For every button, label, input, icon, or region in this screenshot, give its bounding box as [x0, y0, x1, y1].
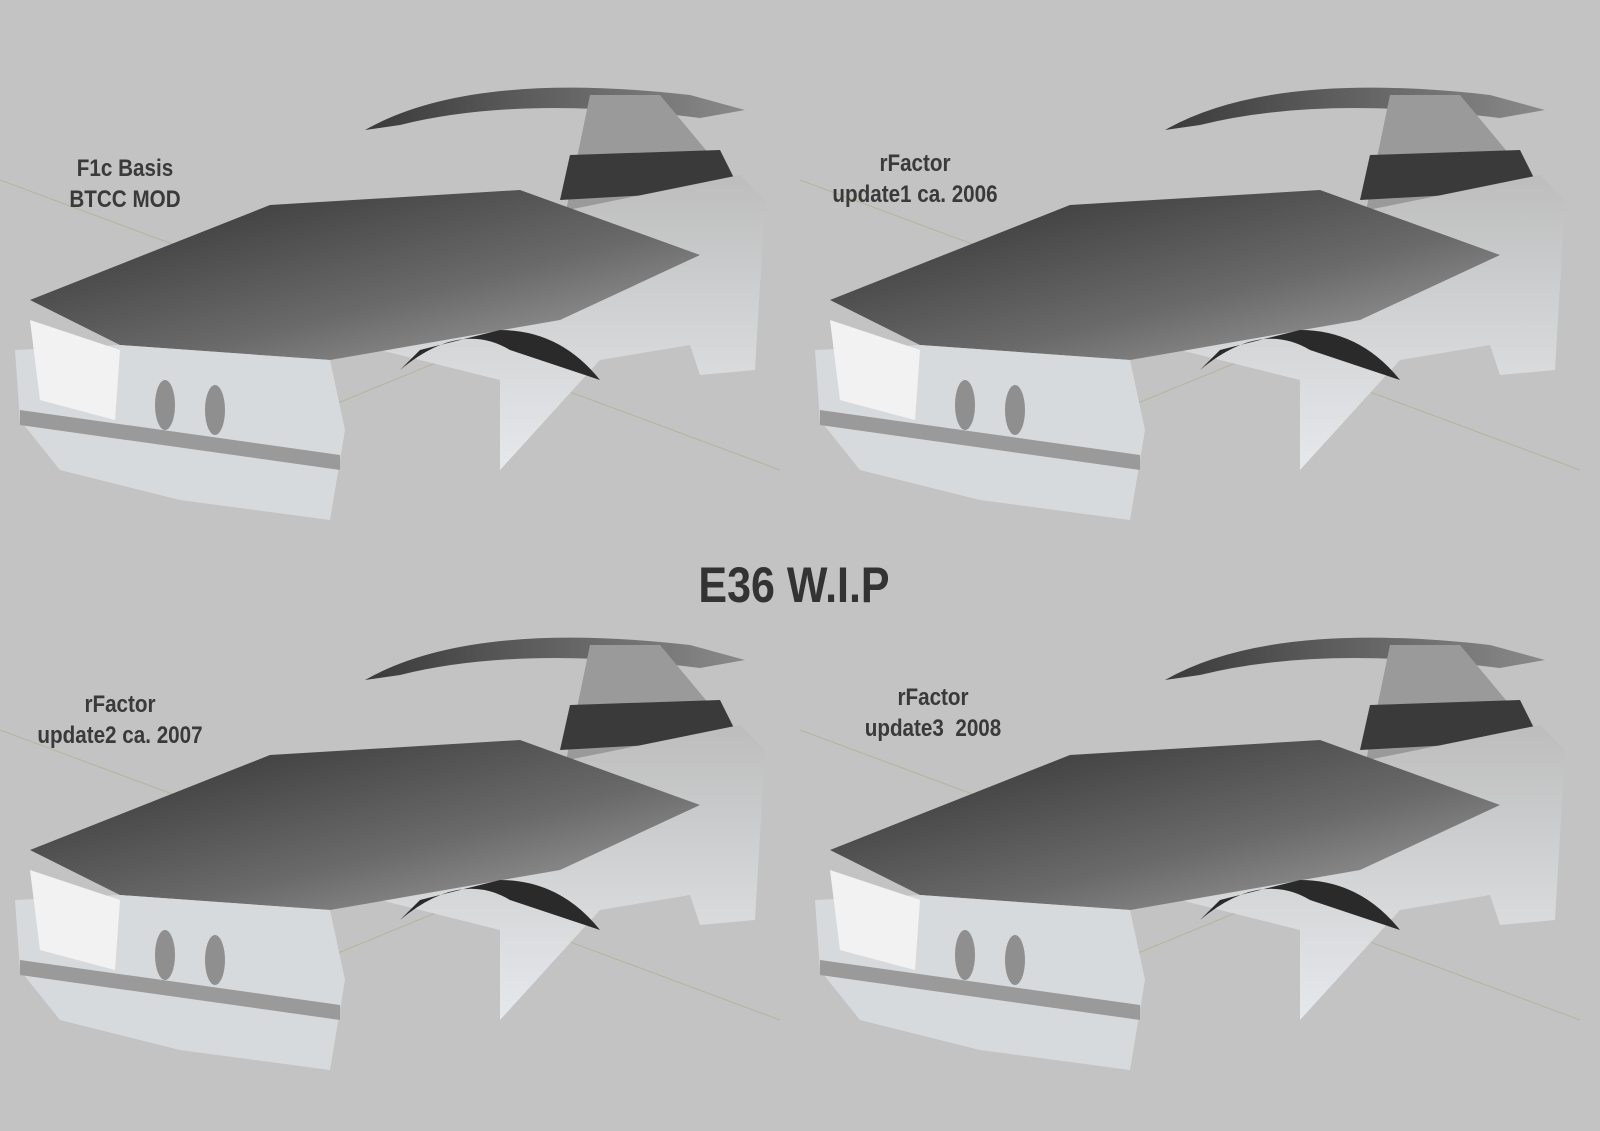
panel-label-3-line2: update2 ca. 2007	[37, 722, 203, 749]
panel-label-4-line1: rFactor	[897, 684, 969, 711]
panel-label-2: rFactor update1 ca. 2006	[832, 148, 997, 210]
panel-label-4-line2: update3 2008	[864, 715, 1002, 742]
panel-label-1-line2: BTCC MOD	[69, 186, 181, 213]
panel-label-3-line1: rFactor	[84, 691, 156, 718]
panel-label-1-line1: F1c Basis	[76, 155, 174, 182]
panel-label-3: rFactor update2 ca. 2007	[37, 689, 202, 751]
panel-label-1: F1c Basis BTCC MOD	[69, 153, 180, 215]
page-title: E36 W.I.P	[698, 557, 890, 613]
panel-label-4: rFactor update3 2008	[865, 682, 1002, 744]
panel-label-2-line1: rFactor	[879, 150, 951, 177]
panel-label-2-line2: update1 ca. 2006	[832, 181, 998, 208]
